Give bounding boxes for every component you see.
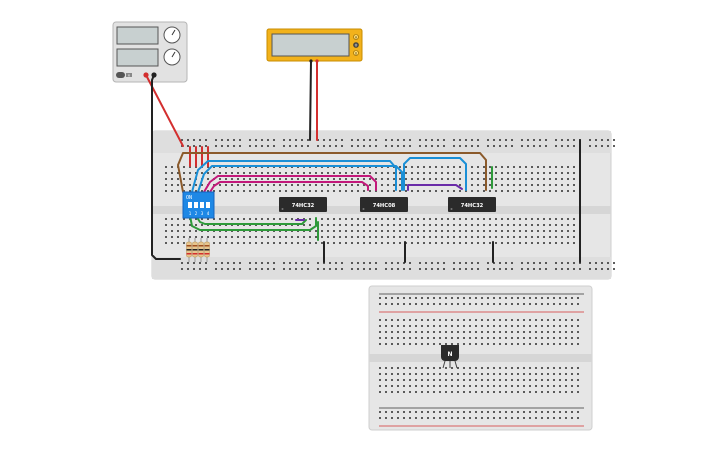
chip-1-body — [279, 197, 327, 212]
dip-number-3: 3 — [201, 211, 204, 216]
dip-toggle-1[interactable] — [188, 202, 192, 208]
main-bottom-rail — [152, 257, 611, 279]
resistor-array[interactable] — [186, 238, 210, 262]
second-breadboard-holes — [379, 297, 579, 419]
wire-power-negative[interactable] — [151, 74, 181, 260]
mode-label-ohm: Ω — [355, 51, 357, 55]
chip-1-label: 74HC32 — [292, 203, 315, 209]
dip-toggle-3[interactable] — [200, 202, 204, 208]
chip-3-label: 74HC32 — [461, 203, 484, 209]
wire-cyan-3[interactable] — [403, 157, 467, 191]
second-breadboard[interactable] — [368, 285, 593, 431]
wire-magenta-1[interactable] — [203, 175, 377, 193]
dip-number-2: 2 — [195, 211, 198, 216]
wire-purple[interactable] — [407, 184, 463, 191]
dip-number-1: 1 — [189, 211, 192, 216]
current-display — [116, 48, 159, 67]
power-badge — [126, 73, 132, 77]
multimeter-display — [271, 33, 350, 57]
mode-selector-a[interactable] — [353, 34, 359, 40]
transistor-lead-1 — [442, 360, 446, 369]
voltage-display — [116, 26, 159, 45]
mode-selector-ohm[interactable] — [353, 50, 359, 56]
dip-toggle-4[interactable] — [206, 202, 210, 208]
multimeter[interactable]: A V Ω — [266, 28, 363, 63]
second-center-channel — [369, 354, 592, 362]
power-badge-label: R — [128, 73, 130, 77]
chip-2-body — [360, 197, 408, 212]
mode-label-a: A — [355, 35, 357, 39]
transistor-body — [441, 345, 459, 361]
wire-green-1[interactable] — [189, 215, 317, 231]
resistor-3[interactable] — [198, 238, 204, 262]
voltage-knob-indicator — [171, 29, 176, 36]
current-knob-indicator — [171, 51, 176, 58]
dip-toggle-2[interactable] — [194, 202, 198, 208]
chip-2-label: 74HC08 — [373, 203, 396, 209]
chip-3-notch — [450, 208, 453, 210]
power-switch[interactable] — [116, 72, 125, 78]
power-supply[interactable]: R — [112, 21, 188, 83]
wire-cyan-2[interactable] — [197, 165, 403, 193]
main-breadboard-holes — [165, 139, 615, 270]
main-top-rail — [152, 131, 611, 153]
resistor-4[interactable] — [204, 238, 210, 262]
wire-green-2[interactable] — [195, 215, 307, 225]
chip-2[interactable]: 74HC08 — [360, 197, 408, 212]
dip-switch[interactable]: ON 1 2 3 4 — [182, 191, 215, 219]
wire-brown-long[interactable] — [177, 152, 487, 193]
npn-transistor[interactable]: N — [441, 345, 459, 369]
wire-magenta-2[interactable] — [209, 181, 369, 193]
wire-probe-black[interactable] — [309, 60, 312, 141]
mode-label-v: V — [355, 43, 357, 47]
chip-3[interactable]: 74HC32 — [448, 197, 496, 212]
wires[interactable] — [145, 60, 581, 263]
dip-switch-on-label: ON — [186, 195, 192, 201]
dip-number-4: 4 — [207, 211, 210, 216]
transistor-lead-3 — [454, 360, 458, 369]
chip-3-body — [448, 197, 496, 212]
transistor-label: N — [447, 351, 452, 358]
resistor-2[interactable] — [192, 238, 198, 262]
wire-cyan-1[interactable] — [191, 160, 397, 193]
chip-2-notch — [362, 208, 365, 210]
chip-1[interactable]: 74HC32 — [279, 197, 327, 212]
mode-selector-v[interactable] — [353, 42, 359, 48]
resistor-1[interactable] — [186, 238, 192, 262]
chip-1-notch — [281, 208, 284, 210]
